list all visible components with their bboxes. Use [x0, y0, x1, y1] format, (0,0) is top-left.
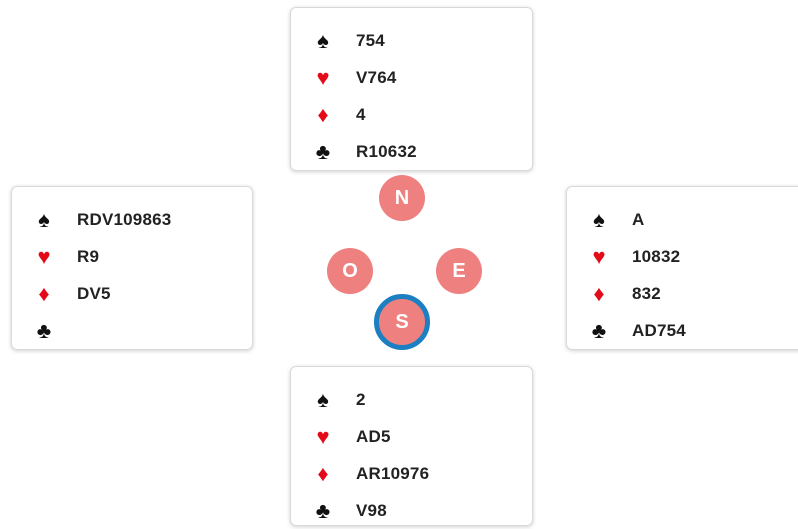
seat-east-button[interactable]: E	[436, 248, 482, 294]
diamond-icon: ♦	[38, 280, 50, 306]
seat-south-button-active[interactable]: S	[374, 294, 430, 350]
hand-north: ♠ 754 ♥ V764 ♦ 4 ♣ R10632	[290, 7, 533, 171]
club-icon: ♣	[315, 497, 331, 523]
seat-west-button[interactable]: O	[327, 248, 373, 294]
club-icon: ♣	[36, 317, 52, 343]
spade-icon: ♠	[593, 206, 605, 232]
diamonds-cards[interactable]: AR10976	[356, 463, 430, 483]
suit-row-hearts: ♥ R9	[34, 238, 252, 275]
hearts-cards[interactable]: 10832	[632, 246, 681, 266]
suit-row-diamonds: ♦ 832	[589, 275, 798, 312]
spades-cards[interactable]: A	[632, 209, 645, 229]
heart-icon: ♥	[316, 423, 330, 449]
suit-row-spades: ♠ 2	[313, 381, 532, 418]
clubs-cards[interactable]: AD754	[632, 320, 686, 340]
suit-row-clubs: ♣ AD754	[589, 312, 798, 349]
spades-cards[interactable]: 754	[356, 30, 385, 50]
suit-row-diamonds: ♦ AR10976	[313, 455, 532, 492]
diamond-icon: ♦	[317, 460, 329, 486]
suit-row-hearts: ♥ V764	[313, 59, 532, 96]
diamond-icon: ♦	[317, 101, 329, 127]
spade-icon: ♠	[317, 386, 329, 412]
diamonds-cards[interactable]: 4	[356, 104, 366, 124]
suit-row-diamonds: ♦ DV5	[34, 275, 252, 312]
heart-icon: ♥	[592, 243, 606, 269]
diamond-icon: ♦	[593, 280, 605, 306]
suit-row-clubs: ♣ R10632	[313, 133, 532, 170]
spade-icon: ♠	[38, 206, 50, 232]
heart-icon: ♥	[316, 64, 330, 90]
suit-row-hearts: ♥ 10832	[589, 238, 798, 275]
seat-north-button[interactable]: N	[379, 175, 425, 221]
suit-row-spades: ♠ 754	[313, 22, 532, 59]
suit-row-clubs: ♣ V98	[313, 492, 532, 529]
heart-icon: ♥	[37, 243, 51, 269]
suit-row-clubs: ♣	[34, 312, 252, 349]
suit-row-hearts: ♥ AD5	[313, 418, 532, 455]
spades-cards[interactable]: RDV109863	[77, 209, 172, 229]
hand-east: ♠ A ♥ 10832 ♦ 832 ♣ AD754	[566, 186, 798, 350]
hearts-cards[interactable]: V764	[356, 67, 397, 87]
suit-row-spades: ♠ A	[589, 201, 798, 238]
clubs-cards[interactable]: V98	[356, 500, 387, 520]
diamonds-cards[interactable]: DV5	[77, 283, 111, 303]
club-icon: ♣	[591, 317, 607, 343]
clubs-cards[interactable]: R10632	[356, 141, 417, 161]
suit-row-spades: ♠ RDV109863	[34, 201, 252, 238]
suit-row-diamonds: ♦ 4	[313, 96, 532, 133]
hand-south: ♠ 2 ♥ AD5 ♦ AR10976 ♣ V98	[290, 366, 533, 526]
hearts-cards[interactable]: R9	[77, 246, 100, 266]
club-icon: ♣	[315, 138, 331, 164]
hand-west: ♠ RDV109863 ♥ R9 ♦ DV5 ♣	[11, 186, 253, 350]
spade-icon: ♠	[317, 27, 329, 53]
diamonds-cards[interactable]: 832	[632, 283, 661, 303]
spades-cards[interactable]: 2	[356, 389, 366, 409]
hearts-cards[interactable]: AD5	[356, 426, 391, 446]
